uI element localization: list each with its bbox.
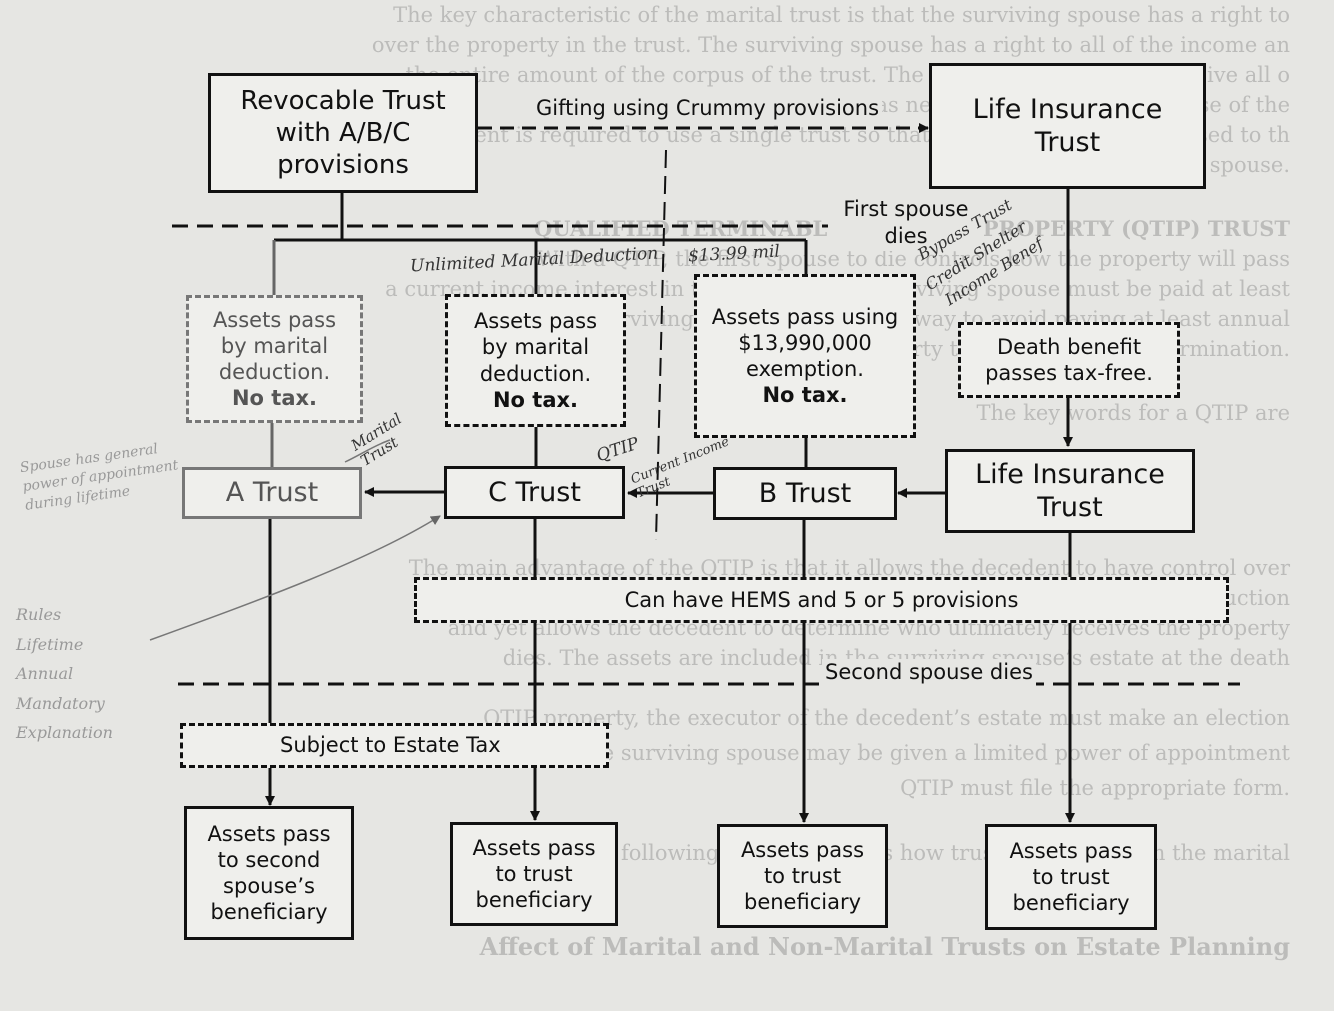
- hems-label: Can have HEMS and 5 or 5 provisions: [624, 587, 1019, 612]
- assets-marital-a-text: Assets pass by marital deduction.: [212, 307, 337, 384]
- outcome-b-label: Assets pass to trust beneficiary: [740, 837, 865, 915]
- life-insurance-trust-top-label: Life Insurance Trust: [972, 93, 1163, 158]
- life-insurance-trust-top-box: Life Insurance Trust: [929, 63, 1206, 189]
- a-trust-box: A Trust: [182, 467, 362, 519]
- death-benefit-label: Death benefit passes tax-free.: [985, 334, 1153, 385]
- estate-tax-box: Subject to Estate Tax: [180, 723, 609, 768]
- outcome-b-box: Assets pass to trust beneficiary: [717, 824, 888, 928]
- outcome-c-box: Assets pass to trust beneficiary: [450, 822, 618, 926]
- assets-exemption-box: Assets pass using $13,990,000 exemption.…: [694, 274, 916, 438]
- pencil-divider: [655, 149, 667, 541]
- first-spouse-dies-label: First spouse dies: [828, 196, 984, 251]
- b-trust-label: B Trust: [758, 477, 852, 509]
- handwritten-rules-list: Rules Lifetime Annual Mandatory Explanat…: [16, 605, 113, 743]
- second-spouse-dies-label: Second spouse dies: [822, 659, 1036, 687]
- c-trust-label: C Trust: [488, 476, 581, 508]
- estate-tax-label: Subject to Estate Tax: [280, 733, 501, 758]
- assets-exemption-text: Assets pass using $13,990,000 exemption.: [711, 304, 899, 381]
- assets-marital-a-box: Assets pass by marital deduction. No tax…: [186, 295, 363, 423]
- gifting-label: Gifting using Crummy provisions: [533, 95, 883, 123]
- revocable-trust-label: Revocable Trust with A/B/C provisions: [240, 85, 446, 181]
- a-trust-label: A Trust: [225, 477, 319, 509]
- revocable-trust-box: Revocable Trust with A/B/C provisions: [208, 73, 478, 193]
- assets-marital-a-notax: No tax.: [231, 386, 318, 411]
- b-trust-box: B Trust: [713, 467, 897, 520]
- life-insurance-trust-mid-label: Life Insurance Trust: [975, 458, 1165, 523]
- outcome-a-label: Assets pass to second spouse’s beneficia…: [207, 821, 331, 925]
- c-trust-box: C Trust: [444, 466, 625, 519]
- life-insurance-trust-mid-box: Life Insurance Trust: [945, 449, 1195, 533]
- outcome-a-box: Assets pass to second spouse’s beneficia…: [184, 806, 354, 940]
- assets-marital-c-notax: No tax.: [492, 387, 579, 412]
- assets-marital-c-box: Assets pass by marital deduction. No tax…: [445, 294, 626, 427]
- assets-marital-c-text: Assets pass by marital deduction.: [473, 309, 598, 386]
- death-benefit-box: Death benefit passes tax-free.: [958, 322, 1180, 398]
- hems-box: Can have HEMS and 5 or 5 provisions: [414, 577, 1229, 623]
- outcome-life-box: Assets pass to trust beneficiary: [985, 824, 1157, 930]
- outcome-c-label: Assets pass to trust beneficiary: [472, 835, 596, 913]
- assets-exemption-notax: No tax.: [762, 383, 848, 408]
- outcome-life-label: Assets pass to trust beneficiary: [1009, 838, 1133, 916]
